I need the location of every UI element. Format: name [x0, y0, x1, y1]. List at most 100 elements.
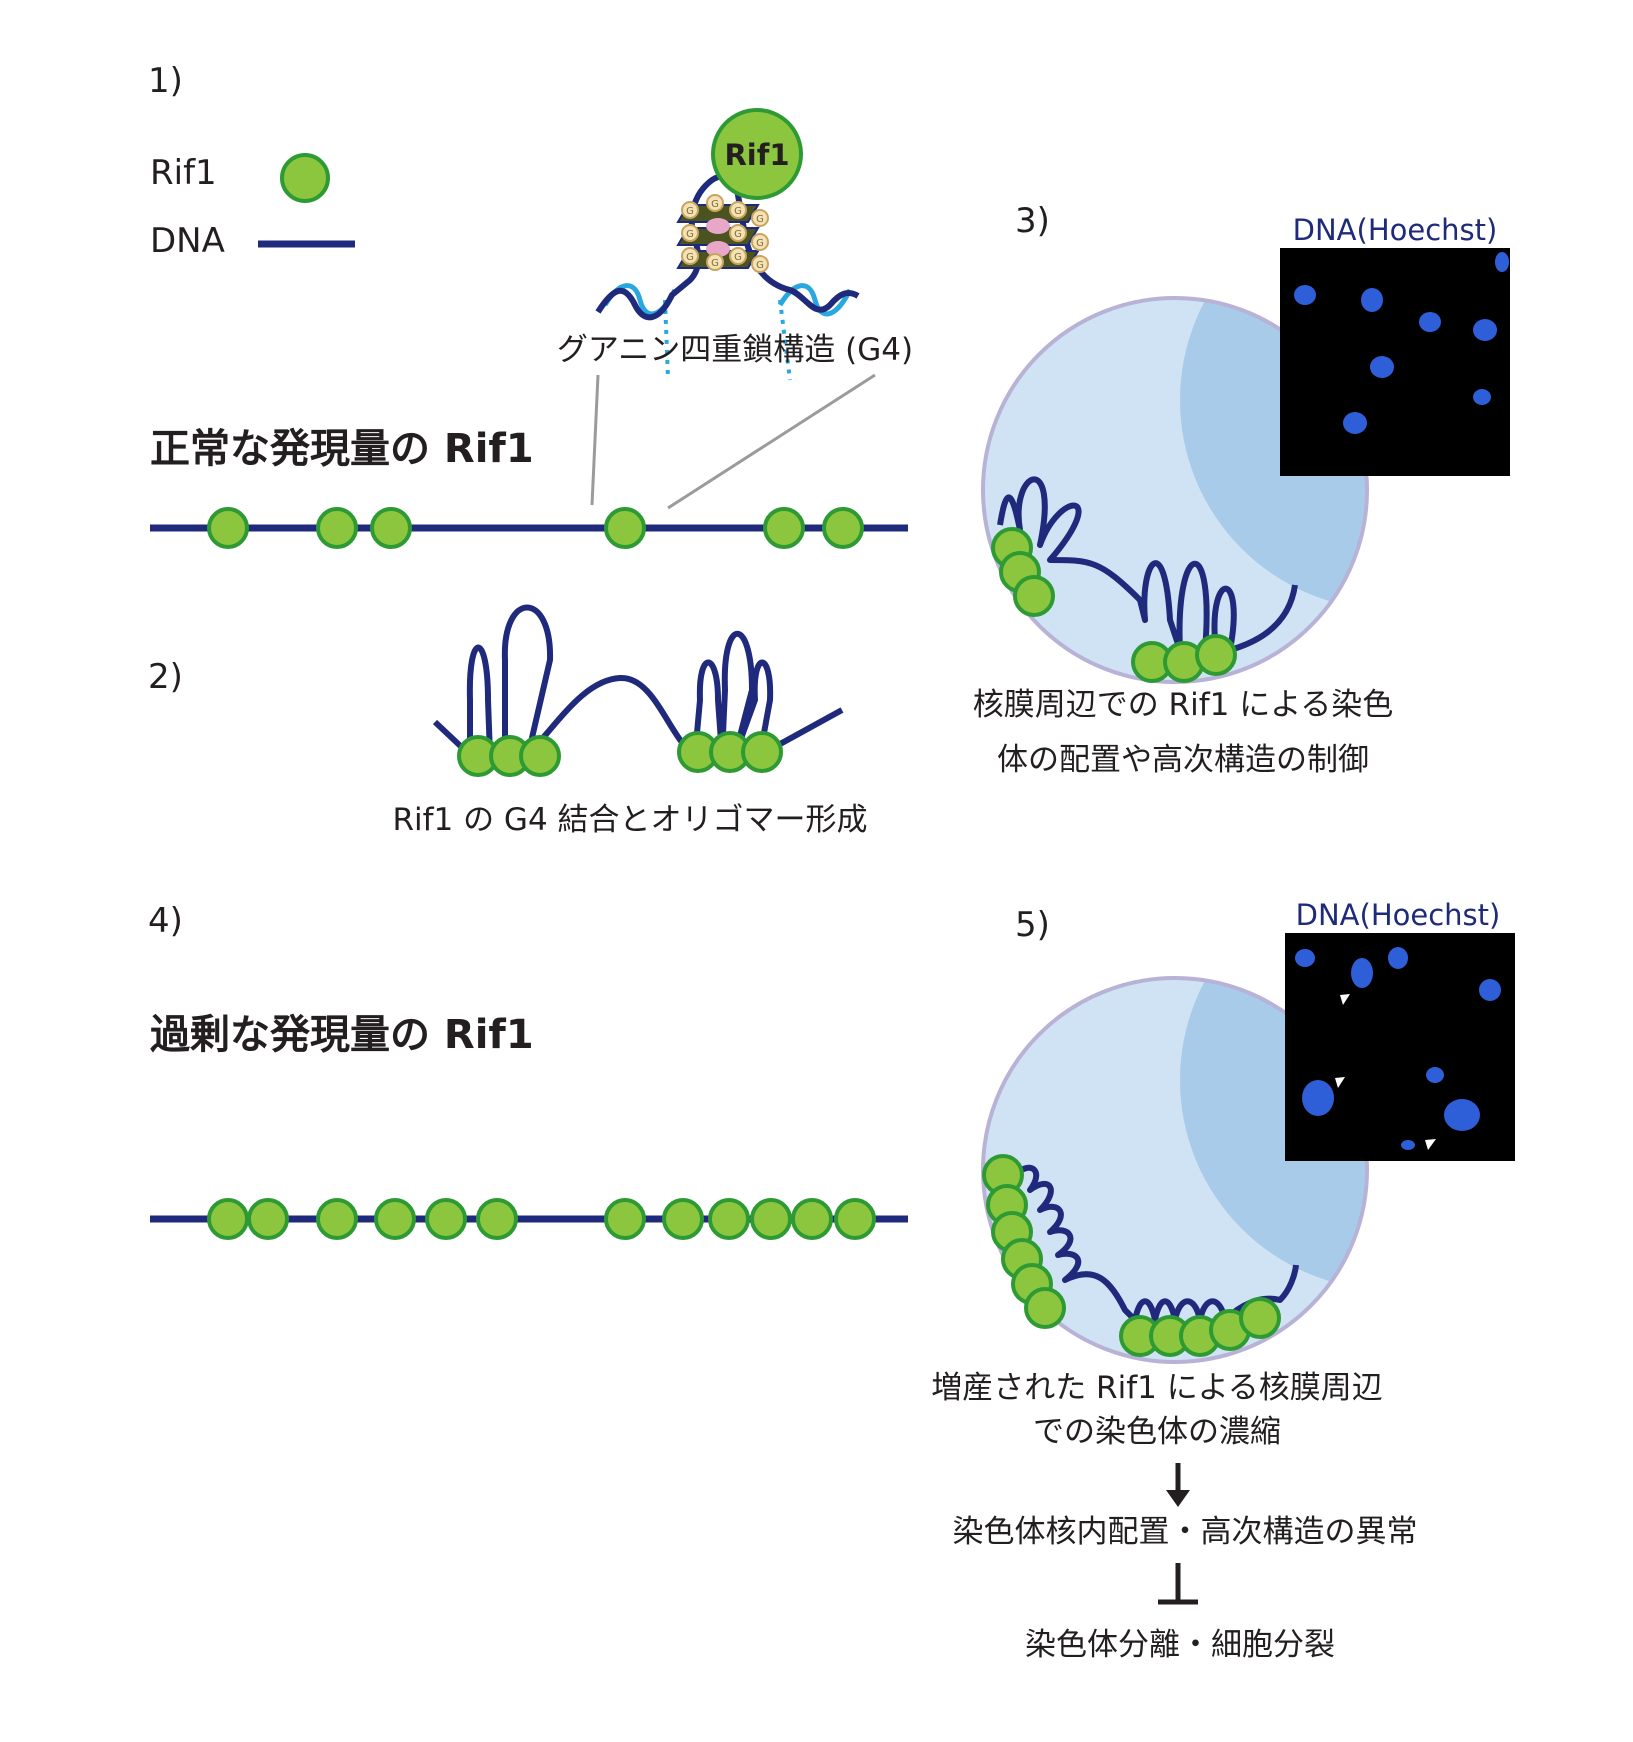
nucleus-inner-region	[1180, 298, 1367, 610]
guanine-letter: G	[756, 260, 764, 271]
stained-nucleus	[1343, 412, 1367, 434]
guanine-letter: G	[686, 229, 694, 240]
panel-3-image-title: DNA(Hoechst)	[1293, 213, 1498, 247]
stained-nucleus	[1302, 1080, 1334, 1116]
stained-nuclei	[1294, 252, 1509, 434]
panel-5-hoechst-image	[1285, 933, 1515, 1161]
stained-nucleus	[1370, 356, 1394, 378]
rif1-circle	[708, 1198, 750, 1240]
down-arrow-icon	[1166, 1463, 1190, 1507]
panel-1-label: 1)	[148, 61, 183, 101]
rif1-circle	[425, 1198, 467, 1240]
microscopy-background	[1280, 248, 1510, 476]
guanine-letter: G	[686, 206, 694, 217]
panel-5-result-1: 染色体核内配置・高次構造の異常	[953, 1514, 1418, 1550]
guanine-base	[681, 201, 699, 219]
rif1-circle	[247, 1198, 289, 1240]
guanine-base	[751, 233, 769, 251]
oligomer-dna-loops	[432, 604, 844, 758]
panel-3-label: 3)	[1015, 201, 1050, 241]
stained-nucleus	[1401, 1140, 1415, 1150]
guanine-base	[751, 255, 769, 273]
zoom-line-left	[590, 374, 600, 506]
guanine-letter: G	[756, 214, 764, 225]
rif1-circle	[604, 507, 646, 549]
stained-nucleus	[1473, 319, 1497, 341]
stained-nucleus	[1295, 949, 1315, 967]
stained-nucleus	[1388, 947, 1408, 969]
panel-2-label: 2)	[148, 657, 183, 697]
rif1-circle	[1013, 575, 1055, 617]
arrowhead-icon	[1425, 1139, 1436, 1150]
normal-expression-heading: 正常な発現量の Rif1	[150, 426, 534, 472]
nucleus-rif1-cluster	[982, 1154, 1281, 1357]
rif1-circle	[1239, 1297, 1281, 1339]
nucleus-inner-region	[1180, 978, 1367, 1290]
guanine-base	[706, 253, 724, 271]
g4-caption: グアニン四重鎖構造 (G4)	[557, 332, 913, 368]
nucleus-overexpression	[981, 976, 1369, 1364]
chromatin-loops	[997, 476, 1298, 653]
g4-cation-2	[706, 241, 730, 257]
nuclear-envelope	[981, 296, 1369, 684]
rif1-circle	[1024, 1287, 1066, 1329]
guanine-letter: G	[734, 252, 742, 263]
g4-dna-strand	[595, 172, 860, 321]
panel-5-image-title: DNA(Hoechst)	[1296, 898, 1501, 932]
rif1-circle	[374, 1198, 416, 1240]
overexpression-heading: 過剰な発現量の Rif1	[150, 1012, 534, 1058]
stained-nucleus	[1473, 389, 1491, 405]
guanine-base	[729, 201, 747, 219]
arrowhead-icon	[1335, 1077, 1345, 1088]
stained-nucleus	[1294, 285, 1316, 305]
panel-3-caption-line-2: 体の配置や高次構造の制御	[997, 742, 1369, 778]
arrowhead-icon	[1340, 994, 1350, 1005]
panel-5-caption-line-1: 増産された Rif1 による核膜周辺	[931, 1370, 1383, 1406]
nucleus-rif1-group	[991, 527, 1237, 683]
guanine-base	[681, 247, 699, 265]
panel-5-label: 5)	[1015, 905, 1050, 945]
guanine-base	[706, 194, 724, 212]
oligomer-illustration	[432, 604, 844, 777]
rif1-circle	[604, 1198, 646, 1240]
zoom-line-right	[667, 373, 876, 510]
stained-nucleus	[1419, 312, 1441, 332]
stained-nucleus	[1351, 958, 1373, 988]
guanine-letter: G	[711, 258, 719, 269]
legend-rif1-label: Rif1	[150, 153, 217, 193]
guanine-letter: G	[734, 229, 742, 240]
inhibition-icon	[1158, 1563, 1198, 1605]
guanine-base	[729, 247, 747, 265]
rif1-circle	[1195, 634, 1237, 676]
panel-5-result-2: 染色体分離・細胞分裂	[1025, 1627, 1335, 1663]
legend-dna-label: DNA	[150, 221, 225, 261]
g4-structure-illustration: G G G G G G G G G G G Rif1	[595, 108, 860, 381]
g4-guanine-bases	[681, 194, 769, 273]
g4-base-letters: G G G G G G G G G G G	[686, 199, 764, 271]
guanine-letter: G	[734, 206, 742, 217]
g4-rif1-protein	[711, 108, 803, 200]
panel-2-caption: Rif1 の G4 結合とオリゴマー形成	[392, 802, 867, 838]
normal-rif1-group	[207, 507, 864, 549]
guanine-base	[751, 209, 769, 227]
nucleus-normal	[981, 296, 1369, 684]
guanine-base	[681, 224, 699, 242]
rif1-circle	[662, 1198, 704, 1240]
rif1-circle	[476, 1198, 518, 1240]
g4-left-tail	[663, 299, 670, 379]
rif1-circle	[207, 507, 249, 549]
rif1-circle	[316, 1198, 358, 1240]
oligomer-rif1-group	[457, 731, 783, 777]
stained-nuclei	[1295, 947, 1501, 1150]
rif1-circle	[316, 507, 358, 549]
guanine-letter: G	[711, 199, 719, 210]
panel-3-caption-line-1: 核膜周辺での Rif1 による染色	[973, 687, 1394, 723]
rif1-circle	[822, 507, 864, 549]
rif1-circle	[791, 1198, 833, 1240]
panel-4-label: 4)	[148, 901, 183, 941]
legend-rif1-circle	[280, 153, 330, 203]
rif1-circle	[763, 507, 805, 549]
stained-nucleus	[1444, 1099, 1480, 1131]
